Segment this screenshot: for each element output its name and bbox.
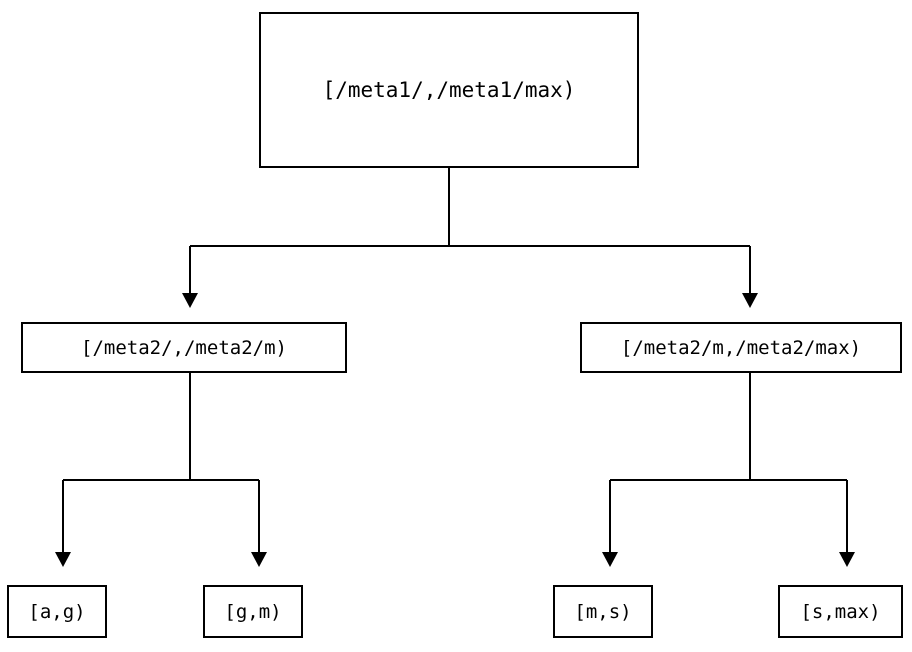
node-leaf-s-max[interactable]: [s,max) (778, 585, 903, 638)
node-leaf-g-m[interactable]: [g,m) (203, 585, 303, 638)
node-leaf-m-s[interactable]: [m,s) (553, 585, 653, 638)
node-mid-right[interactable]: [/meta2/m,/meta2/max) (580, 322, 902, 373)
arrowhead-mid-right (742, 293, 758, 308)
arrowhead-leaf-1 (55, 552, 71, 567)
node-root[interactable]: [/meta1/,/meta1/max) (259, 12, 639, 168)
node-mid-left[interactable]: [/meta2/,/meta2/m) (21, 322, 347, 373)
node-leaf-a-g[interactable]: [a,g) (7, 585, 107, 638)
arrowhead-leaf-2 (251, 552, 267, 567)
arrowhead-mid-left (182, 293, 198, 308)
arrowhead-leaf-3 (602, 552, 618, 567)
arrowhead-leaf-4 (839, 552, 855, 567)
